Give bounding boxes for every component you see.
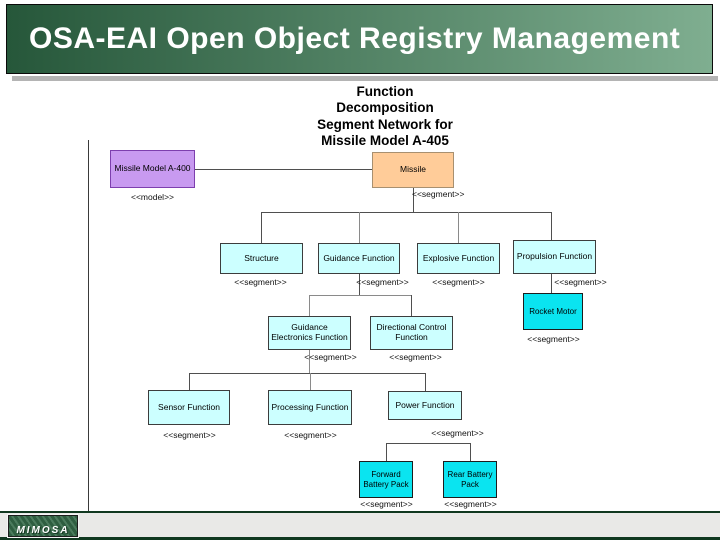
node-power-function: Power Function — [388, 391, 462, 420]
node-label: Forward Battery Pack — [363, 470, 409, 489]
connector-line — [189, 373, 426, 374]
node-rear-battery-pack: Rear Battery Pack — [443, 461, 497, 498]
connector-line — [261, 212, 262, 243]
node-forward-battery-pack: Forward Battery Pack — [359, 461, 413, 498]
connector-line — [195, 169, 372, 170]
node-label: Rear Battery Pack — [447, 470, 493, 489]
node-guidance-electronics-function: Guidance Electronics Function — [268, 316, 351, 350]
connector-line — [261, 212, 552, 213]
node-label: Structure — [244, 252, 279, 263]
mimosa-logo: MIMOSA — [7, 514, 79, 538]
slide-header: OSA-EAI Open Object Registry Management — [6, 4, 713, 74]
node-sensor-function: Sensor Function — [148, 390, 230, 425]
connector-line — [386, 443, 471, 444]
stereotype-label: <<segment>> — [356, 277, 409, 287]
node-explosive-function: Explosive Function — [417, 243, 500, 274]
connector-line — [309, 295, 310, 316]
node-directional-control-function: Directional Control Function — [370, 316, 453, 350]
stereotype-label: <<model>> — [130, 192, 174, 202]
node-label: Propulsion Function — [516, 251, 593, 262]
node-label: Power Function — [395, 399, 455, 410]
node-label: Explosive Function — [422, 252, 495, 263]
stereotype-label: <<segment>> — [304, 352, 357, 362]
node-missile-model: Missile Model A-400 — [110, 150, 195, 188]
node-guidance-function: Guidance Function — [318, 243, 400, 274]
mimosa-logo-text: MIMOSA — [16, 525, 70, 536]
node-processing-function: Processing Function — [268, 390, 352, 425]
stereotype-label: <<segment>> — [163, 430, 216, 440]
stereotype-label: <<segment>> — [412, 189, 465, 199]
stereotype-label: <<segment>> — [360, 499, 413, 509]
node-label: Directional Control Function — [376, 322, 447, 342]
node-label: Rocket Motor — [529, 306, 577, 316]
node-label: Missile — [400, 164, 426, 175]
connector-line — [458, 212, 459, 243]
connector-line — [189, 373, 190, 390]
connector-line — [310, 373, 311, 390]
left-rule — [88, 140, 89, 512]
connector-line — [413, 188, 414, 212]
connector-line — [551, 212, 552, 240]
connector-line — [551, 274, 552, 293]
connector-line — [386, 443, 387, 461]
stereotype-label: <<segment>> — [444, 499, 497, 509]
header-shadow — [12, 76, 718, 81]
node-label: Missile Model A-400 — [114, 163, 191, 174]
connector-line — [359, 212, 360, 243]
stereotype-label: <<segment>> — [284, 430, 337, 440]
node-label: Sensor Function — [158, 401, 220, 412]
stereotype-label: <<segment>> — [431, 428, 484, 438]
node-missile: Missile — [372, 152, 454, 188]
stereotype-label: <<segment>> — [527, 334, 580, 344]
connector-line — [411, 295, 412, 316]
node-structure: Structure — [220, 243, 303, 274]
node-label: Processing Function — [271, 401, 349, 412]
connector-line — [425, 373, 426, 391]
stereotype-label: <<segment>> — [554, 277, 607, 287]
connector-line — [359, 274, 360, 296]
connector-line — [309, 295, 412, 296]
diagram-title: Function Decomposition Segment Network f… — [317, 84, 453, 149]
slide-footer: MIMOSA — [0, 511, 720, 540]
page-title: OSA-EAI Open Object Registry Management — [29, 22, 681, 55]
node-rocket-motor: Rocket Motor — [523, 293, 583, 330]
node-label: Guidance Electronics Function — [271, 322, 348, 342]
connector-line — [470, 443, 471, 461]
connector-line — [309, 350, 310, 373]
stereotype-label: <<segment>> — [234, 277, 287, 287]
node-label: Guidance Function — [323, 252, 395, 263]
node-propulsion-function: Propulsion Function — [513, 240, 596, 274]
stereotype-label: <<segment>> — [389, 352, 442, 362]
stereotype-label: <<segment>> — [432, 277, 485, 287]
